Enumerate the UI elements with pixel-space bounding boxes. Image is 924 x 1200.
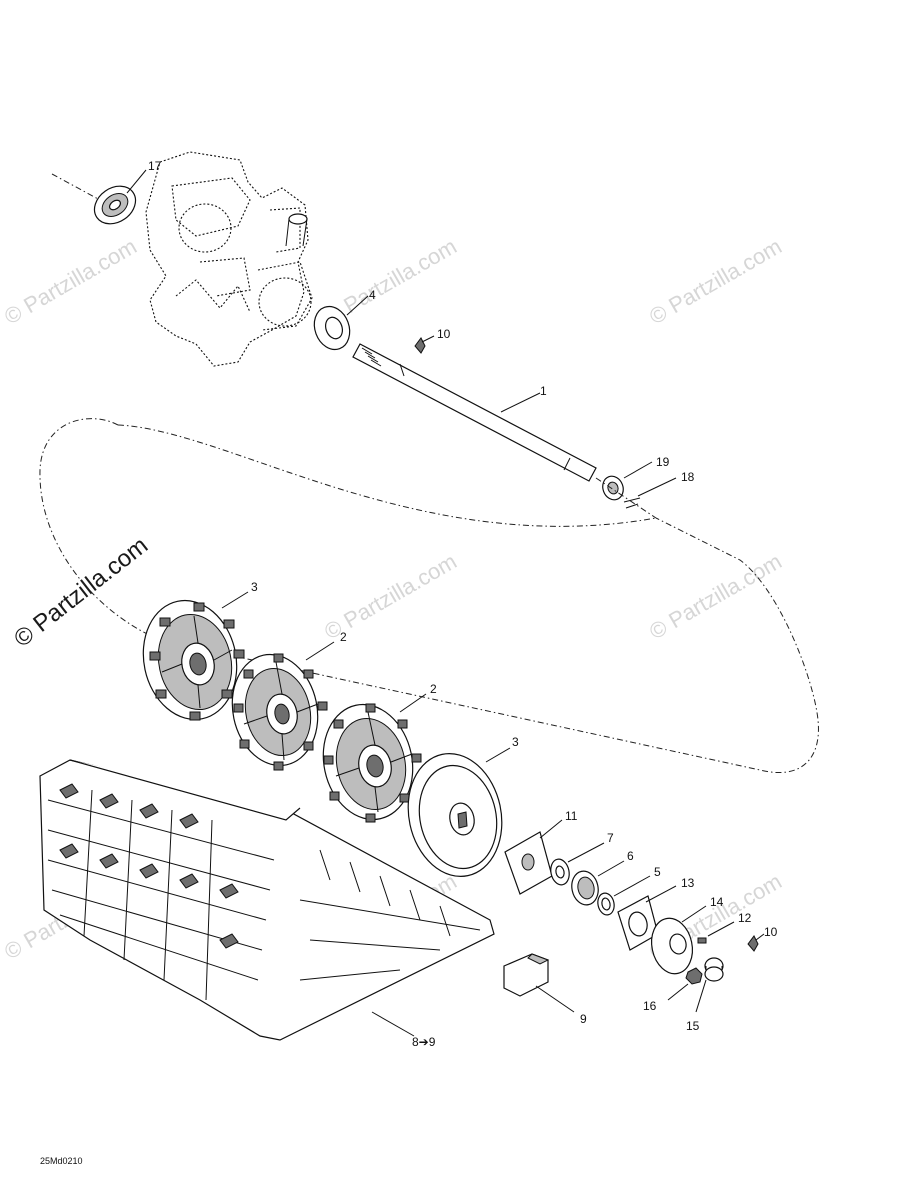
cap-15	[695, 957, 724, 1013]
callout-4: 4	[369, 288, 376, 302]
sprocket-3-left	[142, 591, 249, 721]
callout-12: 12	[738, 911, 752, 925]
callout-10-right: 10	[764, 925, 778, 939]
watermark-3: © Partzilla.com	[645, 234, 786, 330]
screw-12	[697, 921, 735, 944]
callout-7: 7	[607, 831, 614, 845]
washer-4	[313, 295, 369, 351]
track-loop-top	[117, 424, 657, 527]
watermark-1: © Partzilla.com	[0, 234, 141, 330]
callout-13: 13	[681, 876, 695, 890]
bearing-17	[51, 169, 147, 225]
watermark-5: © Partzilla.com	[645, 549, 786, 645]
callout-6: 6	[627, 849, 634, 863]
clip-9	[503, 953, 575, 1013]
bearing-6	[571, 860, 625, 906]
drawing-code: 25Md0210	[40, 1156, 83, 1166]
drive-axle-1	[352, 343, 597, 482]
callout-18: 18	[681, 470, 695, 484]
nut-19	[602, 461, 653, 501]
callout-16: 16	[643, 999, 657, 1013]
callout-2-first: 2	[340, 630, 347, 644]
side-watermark: © Partzilla.com	[9, 532, 153, 653]
housing-breather-tube	[285, 213, 308, 247]
plate-13	[617, 885, 677, 951]
washer-7	[550, 842, 605, 886]
chaincase-housing	[145, 151, 313, 367]
callout-8-9: 8➔9	[412, 1035, 436, 1049]
grease-fitting-10-right	[747, 933, 765, 952]
callout-3-right: 3	[512, 735, 519, 749]
callout-1: 1	[540, 384, 547, 398]
nut-16	[667, 967, 703, 1001]
callout-2-second: 2	[430, 682, 437, 696]
callout-15: 15	[686, 1019, 700, 1033]
callout-labels: 17 4 10 1 19 18 3 2 2 3 11 7 6 5 13 14 1…	[148, 159, 778, 1049]
callout-17: 17	[148, 159, 162, 173]
grease-fitting-10-top	[414, 335, 435, 354]
bearing-housing-11	[504, 819, 563, 895]
ring-5	[597, 875, 651, 916]
sprocket-2-first	[231, 641, 335, 771]
callout-19: 19	[656, 455, 670, 469]
track-8	[39, 759, 495, 1041]
callout-10-top: 10	[437, 327, 451, 341]
sprocket-2-second	[322, 693, 427, 823]
callout-5: 5	[654, 865, 661, 879]
sprocket-3-right	[407, 747, 511, 877]
cotter-pin-18	[623, 477, 677, 509]
flange-14	[650, 905, 707, 975]
callout-11: 11	[565, 809, 578, 823]
axle-axis-line	[595, 477, 657, 519]
callout-3-left: 3	[251, 580, 258, 594]
callout-9: 9	[580, 1012, 587, 1026]
callout-14: 14	[710, 895, 724, 909]
